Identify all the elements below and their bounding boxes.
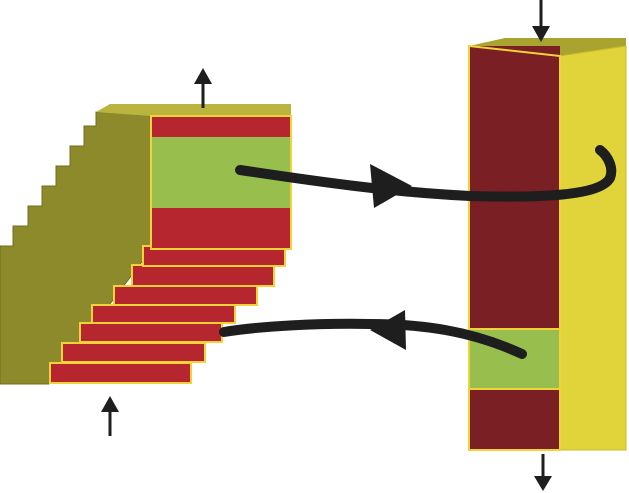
flow-arrow-to-column-icon <box>235 145 617 208</box>
staircase-slabs <box>49 245 286 384</box>
column-block <box>468 38 627 451</box>
up-arrow-bottom-icon <box>101 396 119 436</box>
down-arrow-top-icon <box>532 0 550 42</box>
up-arrow-top-icon <box>194 68 212 108</box>
front-red-top <box>151 116 291 137</box>
staircase-front-face <box>150 115 292 250</box>
slab-7 <box>49 362 192 384</box>
staircase-top <box>96 104 291 116</box>
flow-arrow-to-staircase-icon <box>219 310 527 359</box>
column-side <box>559 45 627 451</box>
slab-4 <box>91 304 236 324</box>
slab-3 <box>113 285 258 306</box>
slab-2 <box>131 264 275 287</box>
front-red-bottom <box>151 208 291 249</box>
slab-5 <box>79 322 223 343</box>
column-front-dark-top <box>469 46 560 329</box>
staircase-block <box>0 104 292 385</box>
slab-6 <box>61 342 206 363</box>
down-arrow-bottom-icon <box>534 454 552 491</box>
column-front-dark-bottom <box>469 389 560 450</box>
